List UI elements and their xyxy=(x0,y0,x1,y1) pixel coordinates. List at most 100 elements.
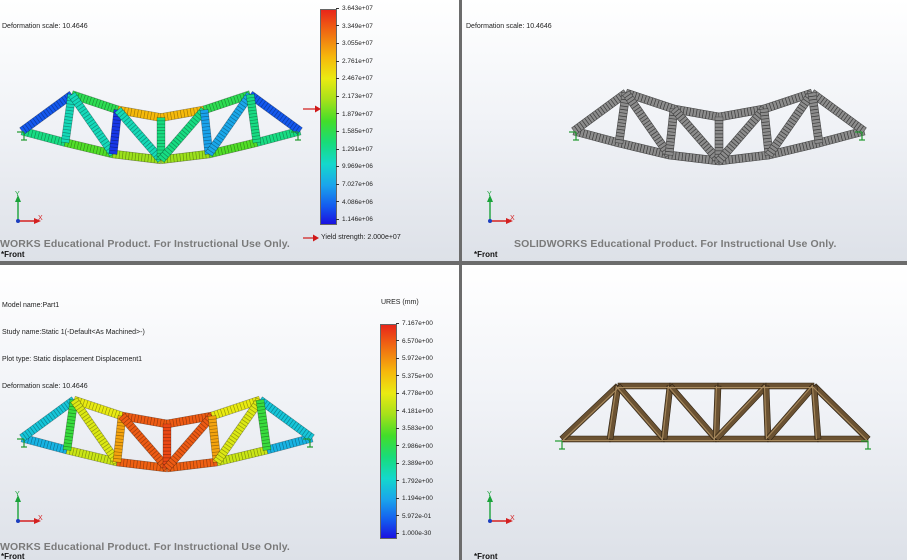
truss-member xyxy=(660,385,674,440)
model-name: Model name:Part1 xyxy=(2,302,60,309)
truss-member xyxy=(715,105,768,165)
truss-model[interactable] xyxy=(462,265,907,560)
axis-triad xyxy=(15,495,41,524)
truss-member xyxy=(713,383,769,442)
viewport-divider-vertical[interactable] xyxy=(459,0,462,560)
triad-x-label: X xyxy=(510,515,515,522)
truss-member xyxy=(809,89,867,135)
member-highlight xyxy=(812,386,868,441)
member-highlight xyxy=(764,386,768,440)
stress-colorbar-ticks: 3.643e+07 3.349e+07 3.055e+07 2.761e+07 2.46… xyxy=(336,0,396,230)
truss-member xyxy=(561,435,611,443)
truss-member xyxy=(609,435,665,443)
colorbar-tick-label: 1.792e+00 xyxy=(396,478,433,485)
stress-colorbar xyxy=(320,9,337,225)
truss-member xyxy=(116,105,163,122)
truss-mesh-model[interactable] xyxy=(462,0,907,261)
truss-member xyxy=(765,90,816,158)
triad-y-label: Y xyxy=(487,491,492,498)
truss-member xyxy=(114,106,165,163)
colorbar-tick-label: 3.583e+00 xyxy=(396,425,433,432)
truss-member xyxy=(617,382,671,390)
viewport-displacement-plot[interactable]: Model name:Part1 Study name:Static 1(-De… xyxy=(0,265,459,560)
truss-member xyxy=(715,435,769,443)
colorbar-tick-label: 2.467e+07 xyxy=(336,75,373,82)
truss-member xyxy=(108,109,123,155)
colorbar-tick-label: 2.986e+00 xyxy=(396,443,433,450)
viewport-mesh-plot[interactable]: Deformation scale: 10.4646 Y X SOLIDWORK… xyxy=(462,0,907,261)
truss-member xyxy=(714,116,724,162)
truss-member xyxy=(807,92,824,144)
plot-info: Deformation scale: 10.4646 xyxy=(2,4,88,49)
colorbar-tick-label: 5.375e+00 xyxy=(396,373,433,380)
truss-member xyxy=(765,383,817,442)
colorbar-tick-label: 3.055e+07 xyxy=(336,40,373,47)
view-name: *Front xyxy=(1,552,25,560)
colorbar-tick-label: 6.570e+00 xyxy=(396,338,433,345)
axis-triad xyxy=(487,495,513,524)
yield-arrow-marker xyxy=(303,105,321,113)
viewport-divider-horizontal[interactable] xyxy=(0,261,907,265)
truss-member xyxy=(717,382,767,390)
truss-member xyxy=(118,412,171,472)
colorbar-tick-label: 5.972e-01 xyxy=(396,513,431,520)
triad-y-label: Y xyxy=(15,491,20,498)
deformation-scale: Deformation scale: 10.4646 xyxy=(466,23,552,30)
colorbar-tick-label: 1.879e+07 xyxy=(336,111,373,118)
triad-x-label: X xyxy=(38,515,43,522)
viewport-model-view[interactable]: Y X *Front xyxy=(462,265,907,560)
truss-member xyxy=(672,104,721,122)
triad-y-label: Y xyxy=(487,191,492,198)
view-name: *Front xyxy=(474,552,498,560)
colorbar-tick-label: 2.761e+07 xyxy=(336,58,373,65)
colorbar-tick-label: 4.181e+00 xyxy=(396,408,433,415)
deformation-scale: Deformation scale: 10.4646 xyxy=(2,383,88,390)
educational-watermark: WORKS Educational Product. For Instructi… xyxy=(0,238,290,250)
member-highlight xyxy=(714,385,718,439)
colorbar-tick-label: 1.291e+07 xyxy=(336,146,373,153)
colorbar-tick-label: 7.167e+00 xyxy=(396,320,433,327)
colorbar-tick-label: 1.585e+07 xyxy=(336,128,373,135)
colorbar-tick-label: 3.349e+07 xyxy=(336,23,373,30)
truss-member xyxy=(571,89,629,135)
viewport-stress-plot[interactable]: Deformation scale: 10.4646 3.643e+07 3.34… xyxy=(0,0,459,261)
truss-member xyxy=(213,397,264,465)
colorbar-tick-label: 2.173e+07 xyxy=(336,93,373,100)
truss-member xyxy=(159,105,206,122)
truss-member xyxy=(615,383,667,442)
truss-member xyxy=(762,385,772,440)
plot-info: Deformation scale: 10.4646 xyxy=(466,4,552,49)
triad-y-label: Y xyxy=(15,191,20,198)
axis-triad xyxy=(487,195,513,224)
colorbar-tick-label: 9.969e+06 xyxy=(336,163,373,170)
colorbar-tick-label: 4.086e+06 xyxy=(336,199,373,206)
truss-member xyxy=(667,383,719,442)
truss-displacement-model[interactable] xyxy=(0,265,459,560)
triad-x-label: X xyxy=(38,215,43,222)
member-highlight xyxy=(662,385,670,439)
member-highlight xyxy=(714,384,766,439)
truss-member xyxy=(20,433,69,455)
truss-member xyxy=(817,435,869,443)
truss-member xyxy=(811,383,871,442)
member-highlight xyxy=(766,384,814,439)
truss-member xyxy=(614,92,631,144)
view-name: *Front xyxy=(474,250,498,259)
colorbar-tick-label: 7.027e+06 xyxy=(336,181,373,188)
yield-strength-label: Yield strength: 2.000e+07 xyxy=(321,234,401,241)
axis-triad xyxy=(15,195,41,224)
triad-x-label: X xyxy=(510,215,515,222)
truss-stress-model[interactable] xyxy=(0,0,459,261)
colorbar-tick-label: 3.643e+07 xyxy=(336,5,373,12)
member-highlight xyxy=(616,386,664,441)
colorbar-tick-label: 4.778e+00 xyxy=(396,390,433,397)
study-name: Study name:Static 1(-Default<As Machined… xyxy=(2,329,145,336)
member-highlight xyxy=(608,385,618,439)
colorbar-tick-label: 2.389e+00 xyxy=(396,460,433,467)
view-name: *Front xyxy=(1,250,25,259)
truss-member xyxy=(624,88,676,114)
truss-member xyxy=(559,383,621,442)
truss-member xyxy=(669,382,719,390)
truss-member xyxy=(62,399,79,451)
